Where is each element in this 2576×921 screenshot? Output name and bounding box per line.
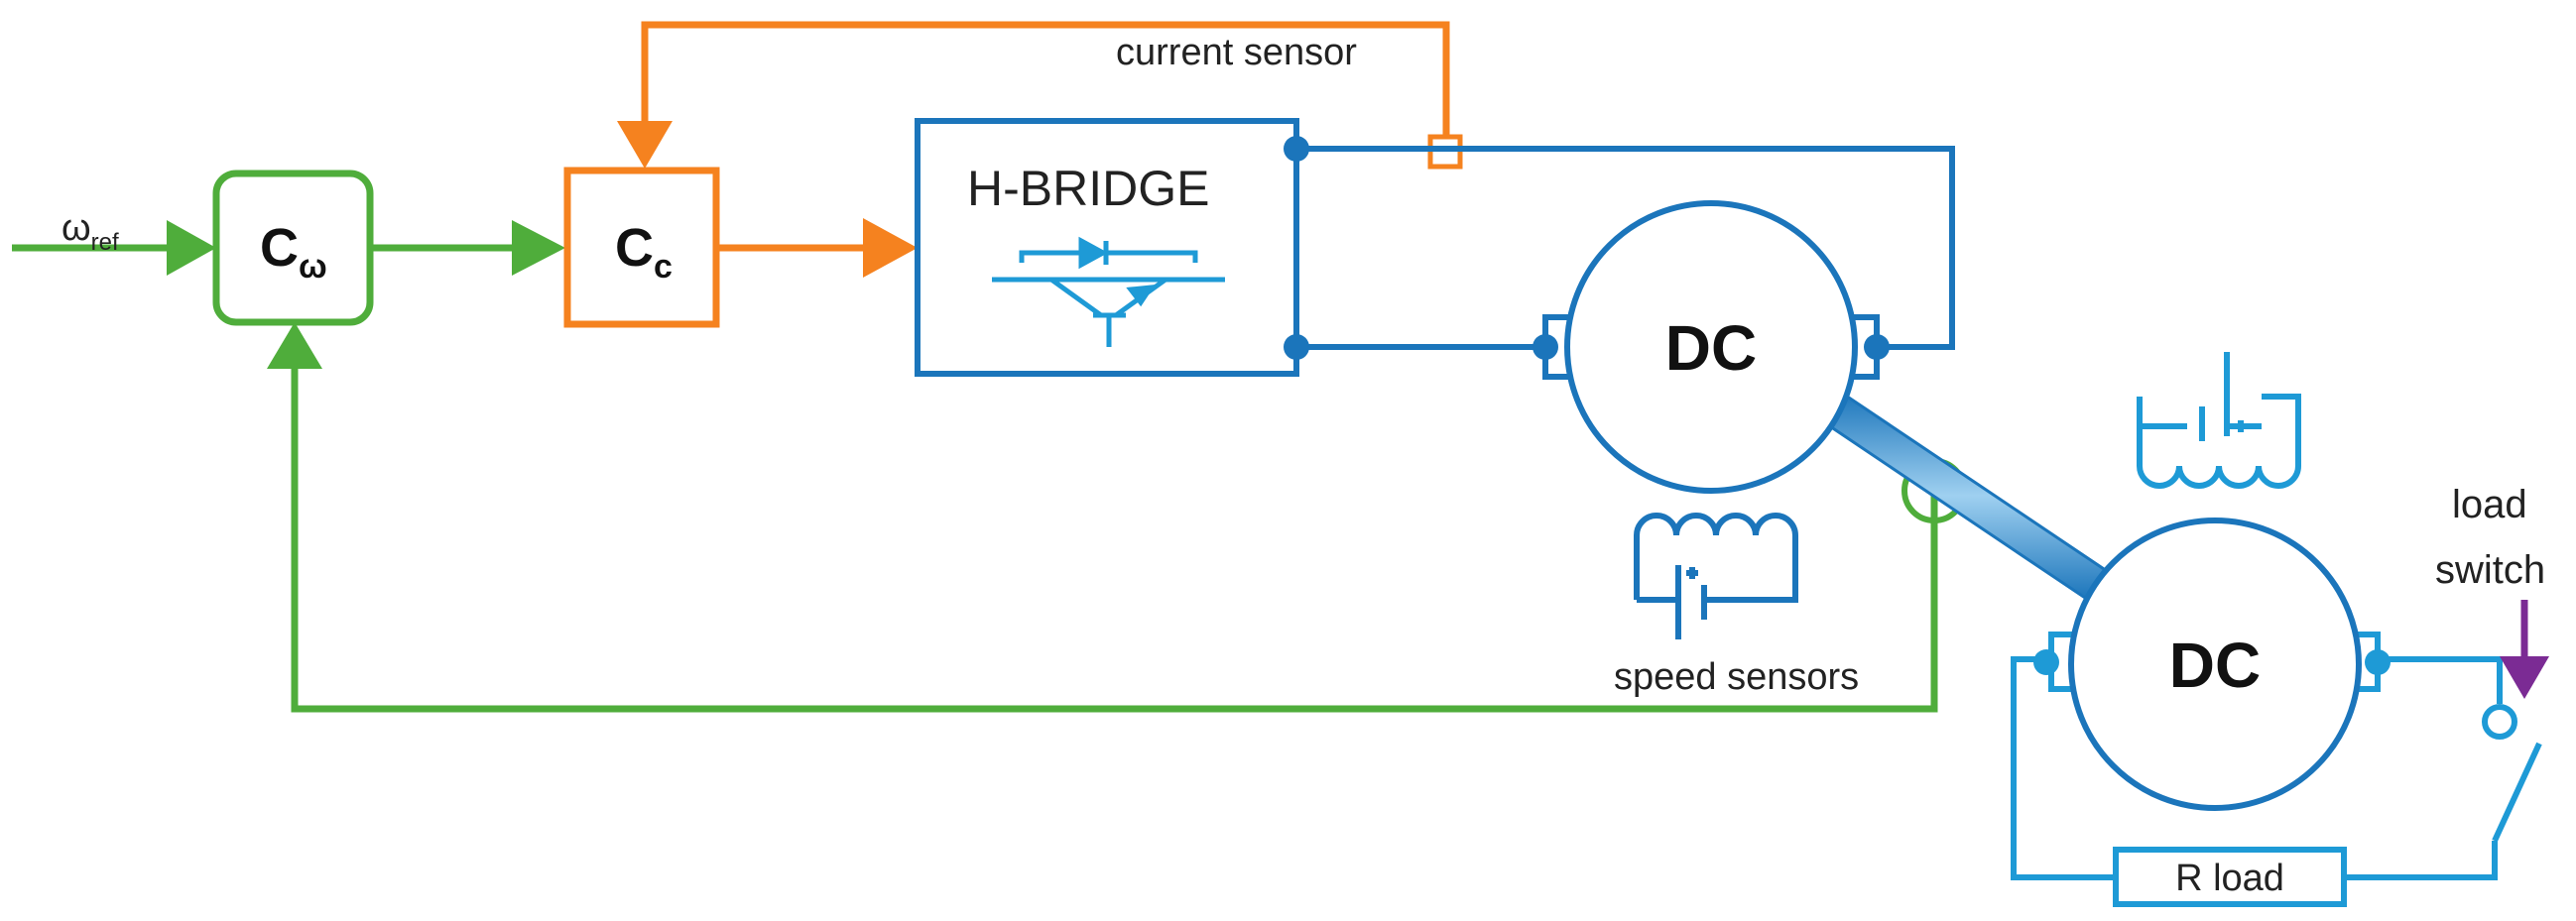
load-switch-label-1: load: [2452, 483, 2527, 526]
motor-1-circle: [1564, 200, 1858, 494]
transistor-diode-icon: [992, 236, 1225, 347]
current-feedback-arrow: [617, 121, 673, 169]
speed-sensors-label: speed sensors: [1614, 656, 1859, 698]
c-c-label: Cc: [615, 218, 673, 286]
power-stage: [915, 118, 2116, 639]
cc-to-hbridge-arrow: [863, 218, 918, 278]
load-wire-right: [2344, 841, 2498, 880]
wire-top: [1296, 146, 1955, 350]
speed-feedback-arrow: [267, 322, 322, 369]
r-load-label: R load: [2175, 858, 2284, 899]
motor-1-label: DC: [1665, 312, 1757, 384]
h-bridge-label: H-BRIDGE: [967, 161, 1209, 216]
motor-shaft: [1812, 390, 2116, 602]
current-sensor-label: current sensor: [1116, 32, 1357, 73]
load-switch-arrow: [2500, 600, 2549, 699]
current-feedback-line: [641, 21, 1450, 139]
motor-2-label: DC: [2169, 630, 2261, 701]
c-omega-label: Cω: [260, 218, 327, 286]
load-wire-switch: [2378, 656, 2503, 704]
load-stage: [2011, 352, 2542, 907]
omega-ref-arrow: [167, 220, 216, 276]
load-switch-label-2: switch: [2435, 548, 2545, 592]
load-wire-left: [2011, 656, 2116, 880]
r-load-box: [2113, 847, 2347, 907]
current-loop: [563, 21, 1463, 328]
field-winding-battery-icon: [2137, 352, 2301, 489]
switch-contact: [2482, 704, 2517, 740]
speed-feedback-line: [291, 367, 1938, 713]
c-omega-to-cc-arrow: [512, 220, 565, 276]
switch-blade: [2492, 742, 2542, 843]
motor-2-circle: [2068, 518, 2362, 811]
h-bridge-box: [915, 118, 1299, 377]
speed-loop: [12, 170, 1967, 713]
field-winding-battery-icon: [1634, 513, 1798, 639]
omega-ref-label: ωref: [61, 207, 119, 256]
